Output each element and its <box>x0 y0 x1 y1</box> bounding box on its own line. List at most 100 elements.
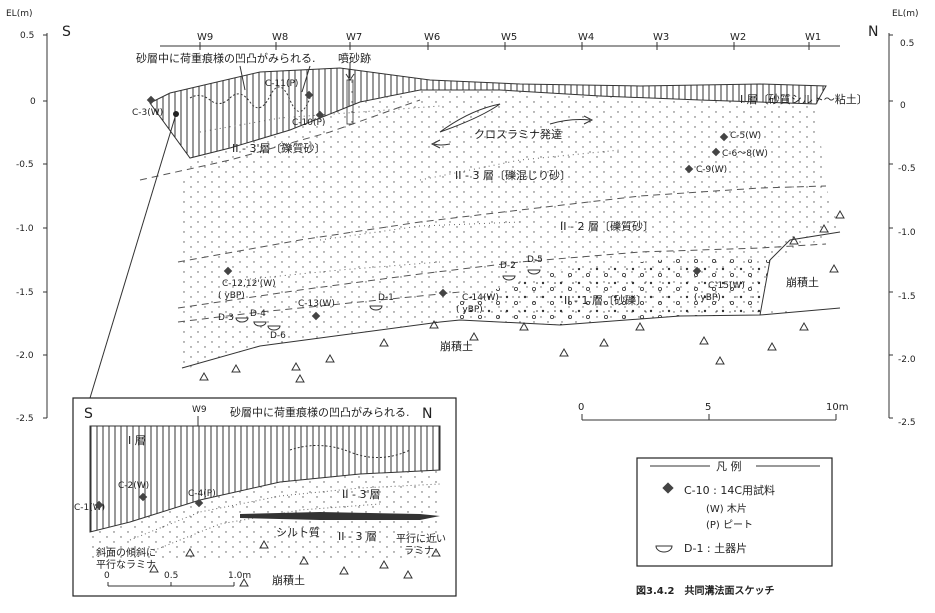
colluvium-triangle <box>339 565 349 575</box>
sand-boil-label: 噴砂跡 <box>338 51 371 65</box>
right-tick-neg2.0: -2.0 <box>898 355 916 365</box>
colluvium-label-bottom: 崩積土 <box>440 339 473 353</box>
inset-sample-marker-c4 <box>194 498 204 508</box>
inset-sample-c2-label: C-2(W) <box>118 481 149 491</box>
inset-flat-lamina-line1: 平行に近い <box>396 532 446 545</box>
sample-c14-label: C-14(W) <box>462 293 499 303</box>
sample-marker-c11 <box>304 90 314 100</box>
inset-scale-0.5: 0.5 <box>164 571 178 581</box>
station-ruler: W9 W8 W7 W6 W5 W4 W3 W2 W1 <box>160 32 840 50</box>
south-label: S <box>62 24 71 40</box>
colluvium-triangle <box>239 577 249 587</box>
colluvium-triangle <box>699 335 709 345</box>
main-scale-10m: 10m <box>826 402 848 413</box>
left-tick-neg2.0: -2.0 <box>16 351 34 361</box>
left-tick-neg0.5: -0.5 <box>16 160 34 170</box>
figure-caption: 図3.4.2 共同溝法面スケッチ <box>636 584 774 597</box>
sherd-d1-label: D-1 <box>378 293 394 303</box>
cross-lamina-lens <box>439 103 501 133</box>
load-cast-band <box>189 86 311 112</box>
sample-marker-c15 <box>692 266 702 276</box>
layer-2-1-gravel <box>460 258 770 325</box>
inset-scale-1.0m: 1.0m <box>228 571 251 581</box>
right-tick-neg2.5: -2.5 <box>898 418 916 428</box>
colluvium-triangle <box>379 559 389 569</box>
left-elevation-axis: EL(m) 0.5 0 -0.5 -1.0 -1.5 -2.0 -2.5 <box>6 9 48 424</box>
inset-silt-lens <box>240 512 440 520</box>
legend-sherd-icon <box>655 545 673 553</box>
right-axis-unit-label: EL(m) <box>892 9 919 19</box>
station-w2: W2 <box>730 32 746 43</box>
sand-boil-column <box>346 79 354 125</box>
left-tick-neg1.5: -1.5 <box>16 288 34 298</box>
sherd-marker-d5 <box>527 269 541 275</box>
sherd-marker-d2 <box>502 275 516 281</box>
colluvium-triangle <box>295 373 305 383</box>
station-w3: W3 <box>653 32 669 43</box>
inset-slope-lamina-line2: 平行なラミナ <box>96 558 156 571</box>
legend-sherd: D-1 : 土器片 <box>684 542 747 555</box>
colluvium-triangle <box>519 321 529 331</box>
station-w8: W8 <box>272 32 288 43</box>
left-axis-unit-label: EL(m) <box>6 9 33 19</box>
inset-load-cast-note: 砂層中に荷重痕様の凹凸がみられる. <box>230 405 410 419</box>
inset-colluvium-label: 崩積土 <box>272 573 305 587</box>
sample-marker-c3 <box>146 95 156 105</box>
inset-sample-marker-c2 <box>138 492 148 502</box>
sample-c13-label: C-13(W) <box>298 299 335 309</box>
colluvium-triangle <box>379 337 389 347</box>
inset-leader-line <box>89 113 177 399</box>
legend-sample-icon <box>662 482 674 494</box>
sherd-d6-label: D-6 <box>270 331 286 341</box>
colluvium-triangle <box>325 353 335 363</box>
legend-peat: (P) ピート <box>706 519 753 531</box>
right-tick-0.5: 0.5 <box>900 39 914 49</box>
legend-title: 凡 例 <box>716 459 742 473</box>
colluvium-label-right: 崩積土 <box>786 275 819 289</box>
colluvium-triangle <box>231 363 241 373</box>
sample-marker-c13 <box>311 311 321 321</box>
main-cross-section <box>139 62 845 383</box>
sample-marker-c14 <box>438 288 448 298</box>
main-scale-bar: 0 5 10m <box>578 402 848 421</box>
inset-sample-c1-label: C-1(W) <box>74 503 105 513</box>
left-tick-neg2.5: -2.5 <box>16 414 34 424</box>
sherd-marker-d3 <box>235 317 249 323</box>
layer-2-3p-label: II - 3'層〔礫質砂〕 <box>232 141 325 155</box>
sample-c5-label: C-5(W) <box>730 131 761 141</box>
legend-sample-code: C-10 : 14C用試料 <box>684 483 775 497</box>
main-scale-5: 5 <box>705 402 711 413</box>
colluvium-triangle <box>799 321 809 331</box>
right-tick-0: 0 <box>900 101 906 111</box>
inset-detail: S N W9 砂層中に荷重痕様の凹凸がみられる. I 層 II - 3'層 II… <box>72 397 457 597</box>
colluvium-triangle <box>635 321 645 331</box>
left-tick-0.5: 0.5 <box>20 31 34 41</box>
sample-c15-label: C-15(W) <box>708 281 745 291</box>
colluvium-triangle <box>291 361 301 371</box>
colluvium-triangle <box>599 337 609 347</box>
sample-c6-8-label: C-6～8(W) <box>722 149 768 159</box>
sample-marker-c10 <box>315 110 325 120</box>
boundary-2-2-2-1 <box>177 243 827 309</box>
inset-layer-2-3-label: II - 3 層 <box>338 530 377 543</box>
sherd-marker-d6 <box>267 325 281 331</box>
inset-slope-lamina-line1: 斜面の傾斜に <box>96 546 156 559</box>
sample-c15-age: ( yBP) <box>694 293 721 303</box>
inset-scale-0: 0 <box>104 571 110 581</box>
colluvium-triangle <box>431 547 441 557</box>
colluvium-triangle <box>819 223 829 233</box>
inset-north-label: N <box>422 406 432 422</box>
inset-flat-lamina-line2: ラミナ <box>404 545 434 557</box>
colluvium-triangle <box>429 319 439 329</box>
sample-c12-label: C-12,12'(W) <box>222 279 276 289</box>
colluvium-triangle <box>835 209 845 219</box>
boundary-2-3-2-2 <box>177 185 827 263</box>
sherd-marker-d1 <box>369 305 383 311</box>
colluvium-triangle <box>469 331 479 341</box>
colluvium-triangle <box>767 341 777 351</box>
colluvium-triangle <box>299 555 309 565</box>
colluvium-triangle <box>789 235 799 245</box>
left-tick-neg1.0: -1.0 <box>16 224 34 234</box>
station-w4: W4 <box>578 32 594 43</box>
